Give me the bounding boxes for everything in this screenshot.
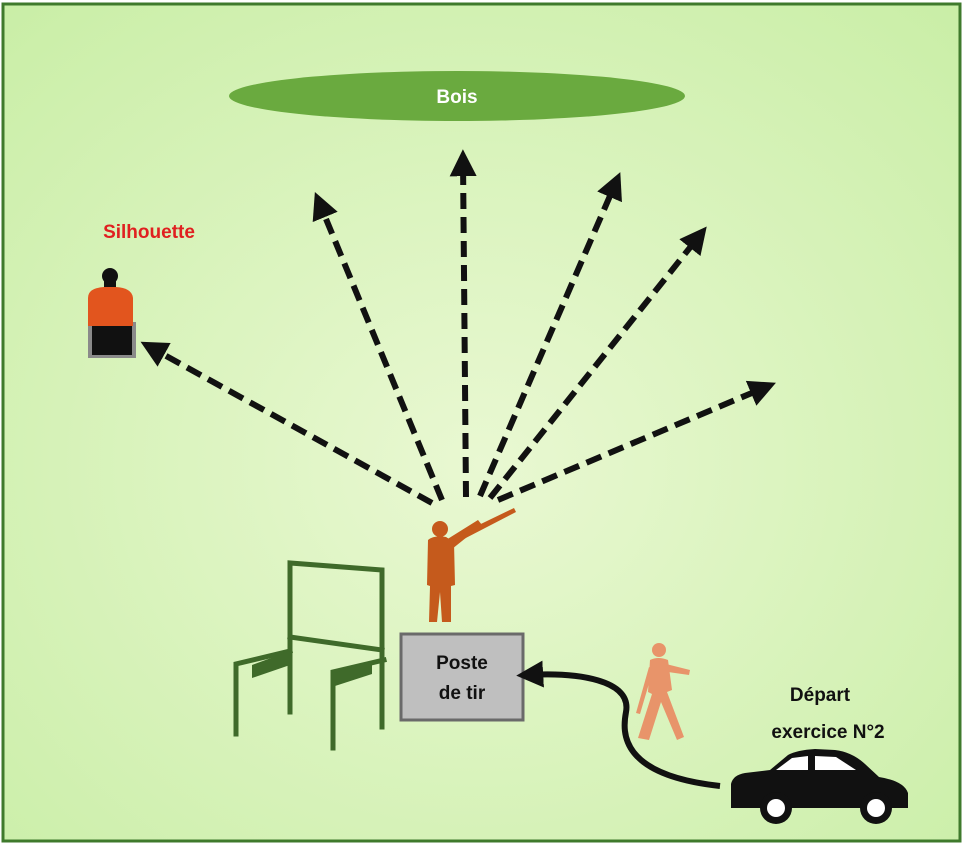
hunter-aiming-icon <box>427 508 516 622</box>
target-silhouette-icon <box>88 268 136 358</box>
start-label-line2: exercice N°2 <box>771 722 884 743</box>
shot-directions <box>140 149 776 506</box>
approach-path <box>516 660 721 789</box>
shot-arrow-right <box>487 226 707 500</box>
walking-hunter-icon <box>636 643 690 740</box>
shooting-post: Poste de tir <box>399 632 525 722</box>
shooting-stand-icon <box>233 560 388 751</box>
shot-arrow-center-right <box>477 172 622 498</box>
post-label-line1: Poste <box>436 653 488 674</box>
shot-arrow-center <box>449 149 477 498</box>
woods-area: Bois <box>229 71 685 121</box>
woods-label: Bois <box>436 87 477 108</box>
post-label-line2: de tir <box>439 683 486 704</box>
shot-arrow-silhouette <box>140 341 434 506</box>
shot-arrow-left <box>312 192 445 502</box>
car-icon <box>731 749 908 824</box>
start-label-line1: Départ <box>790 685 851 706</box>
target-label: Silhouette <box>103 222 195 243</box>
shot-arrow-far-right <box>496 380 776 503</box>
